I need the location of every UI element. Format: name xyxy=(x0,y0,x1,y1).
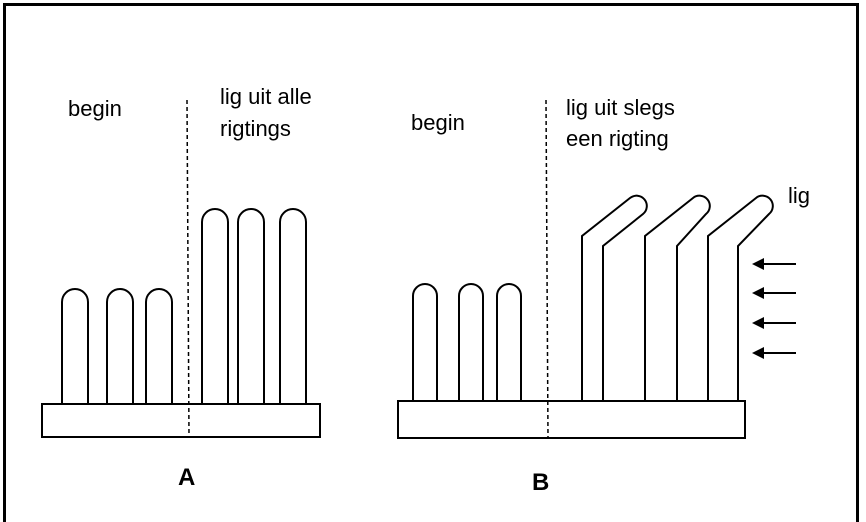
panel-a xyxy=(41,99,321,438)
panel-b-begin-label: begin xyxy=(411,110,465,135)
panel-b-bent-seedling xyxy=(581,194,648,401)
panel-a-tall-seedling xyxy=(201,208,229,404)
panel-b-divider xyxy=(545,99,549,439)
panel-b-letter: B xyxy=(532,469,549,496)
panel-b-one-direction-label-line1: lig uit slegs xyxy=(566,95,675,120)
light-arrow-icon xyxy=(752,317,796,329)
panel-a-all-directions-label-line2: rigtings xyxy=(220,116,291,141)
panel-a-short-seedling xyxy=(106,288,134,404)
light-label: lig xyxy=(788,183,810,208)
panel-b-bent-seedling xyxy=(707,194,774,401)
panel-b-bent-seedling xyxy=(644,194,711,401)
panel-b xyxy=(397,99,774,439)
panel-b-base xyxy=(397,400,746,439)
figure-border xyxy=(3,3,859,522)
panel-a-all-directions-label-line1: lig uit alle xyxy=(220,84,312,109)
panel-a-short-seedling xyxy=(145,288,173,404)
panel-b-short-seedling xyxy=(412,283,438,401)
panel-a-tall-seedling xyxy=(279,208,307,404)
panel-a-begin-label: begin xyxy=(68,96,122,121)
light-arrow-icon xyxy=(752,287,796,299)
light-arrow-icon xyxy=(752,258,796,270)
panel-a-letter: A xyxy=(178,464,195,491)
panel-b-short-seedling xyxy=(496,283,522,401)
panel-a-base xyxy=(41,403,321,438)
light-arrow-icon xyxy=(752,347,796,359)
light-arrows xyxy=(752,258,796,359)
panel-b-one-direction-label-line2: een rigting xyxy=(566,126,669,151)
panel-a-divider xyxy=(186,99,190,438)
panel-b-short-seedling xyxy=(458,283,484,401)
panel-a-short-seedling xyxy=(61,288,89,404)
panel-a-tall-seedling xyxy=(237,208,265,404)
